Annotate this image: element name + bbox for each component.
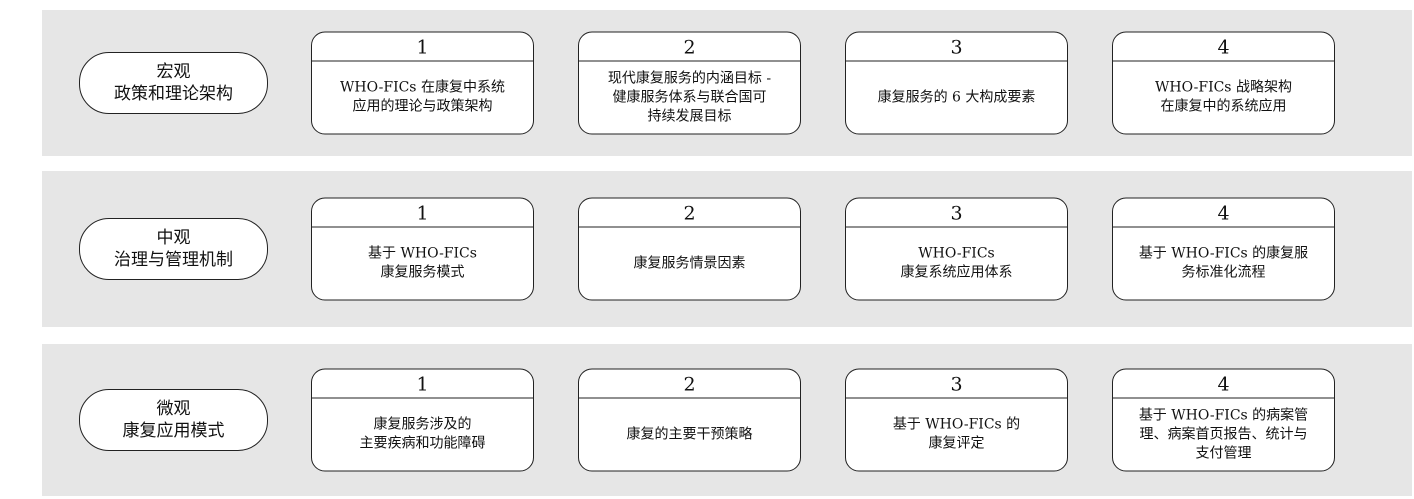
topic-card-line: 支付管理 bbox=[1195, 445, 1252, 461]
topic-card-number: 1 bbox=[312, 33, 533, 62]
topic-card: 1 基于 WHO-FICs 康复服务模式 bbox=[311, 197, 534, 301]
topic-card-line: 康复服务模式 bbox=[380, 264, 465, 281]
topic-card-line: 康复的主要干预策略 bbox=[626, 426, 753, 442]
topic-card-line: 在康复中的系统应用 bbox=[1160, 98, 1287, 115]
topic-card-text: 基于 WHO-FICs 康复服务模式 bbox=[312, 228, 533, 300]
level-label-title: 政策和理论架构 bbox=[114, 84, 233, 104]
topic-card-number: 2 bbox=[579, 370, 800, 399]
topic-card-number: 1 bbox=[312, 370, 533, 399]
topic-card-line: 康复服务情景因素 bbox=[633, 255, 746, 271]
topic-card-number: 2 bbox=[579, 33, 800, 62]
level-label: 微观康复应用模式 bbox=[79, 389, 268, 451]
topic-card-line: 康复服务涉及的 bbox=[373, 416, 472, 433]
topic-card-text: 基于 WHO-FICs 的康复服务标准化流程 bbox=[1113, 228, 1334, 300]
level-label-title: 康复应用模式 bbox=[122, 421, 225, 441]
topic-card-line: 康复系统应用体系 bbox=[900, 264, 1013, 281]
topic-card-number: 4 bbox=[1113, 199, 1334, 228]
topic-card: 3 康复服务的 6 大构成要素 bbox=[845, 31, 1068, 135]
topic-card: 2 现代康复服务的内涵目标 - 健康服务体系与联合国可持续发展目标 bbox=[578, 31, 801, 135]
topic-card-line: 基于 WHO-FICs 的 bbox=[892, 416, 1021, 433]
level-label-title: 治理与管理机制 bbox=[114, 250, 233, 270]
topic-card-line: 基于 WHO-FICs 的康复服 bbox=[1138, 245, 1309, 262]
topic-card-line: 主要疾病和功能障碍 bbox=[359, 435, 486, 452]
level-label: 宏观政策和理论架构 bbox=[79, 52, 268, 114]
topic-card-line: 现代康复服务的内涵目标 - bbox=[607, 70, 772, 86]
level-label-scale: 中观 bbox=[156, 228, 191, 248]
topic-card-line: 理、病案首页报告、统计与 bbox=[1139, 426, 1308, 442]
topic-card-text: 康复服务的 6 大构成要素 bbox=[846, 62, 1067, 134]
topic-card-text: 基于 WHO-FICs 的康复评定 bbox=[846, 399, 1067, 471]
topic-card-number: 1 bbox=[312, 199, 533, 228]
topic-card-line: 应用的理论与政策架构 bbox=[352, 98, 493, 115]
topic-card-text: 基于 WHO-FICs 的病案管理、病案首页报告、统计与支付管理 bbox=[1113, 399, 1334, 471]
level-label: 中观治理与管理机制 bbox=[79, 218, 268, 280]
topic-card-number: 3 bbox=[846, 199, 1067, 228]
topic-card-line: 康复服务的 6 大构成要素 bbox=[877, 89, 1036, 105]
topic-card-number: 3 bbox=[846, 33, 1067, 62]
topic-card-text: WHO-FICs 康复系统应用体系 bbox=[846, 228, 1067, 300]
topic-card-line: 基于 WHO-FICs bbox=[368, 245, 477, 262]
topic-card-text: 康复服务涉及的主要疾病和功能障碍 bbox=[312, 399, 533, 471]
topic-card-line: WHO-FICs 战略架构 bbox=[1155, 79, 1292, 96]
topic-card-line: WHO-FICs 在康复中系统 bbox=[340, 79, 505, 96]
topic-card-text: WHO-FICs 在康复中系统应用的理论与政策架构 bbox=[312, 62, 533, 134]
topic-card-line: 康复评定 bbox=[928, 435, 985, 452]
topic-card-number: 3 bbox=[846, 370, 1067, 399]
level-label-scale: 宏观 bbox=[156, 62, 191, 82]
topic-card-text: 康复服务情景因素 bbox=[579, 228, 800, 300]
level-label-scale: 微观 bbox=[156, 399, 191, 419]
topic-card-text: 现代康复服务的内涵目标 - 健康服务体系与联合国可持续发展目标 bbox=[579, 62, 800, 134]
topic-card-line: 务标准化流程 bbox=[1181, 264, 1266, 281]
topic-card-line: 健康服务体系与联合国可 bbox=[612, 89, 767, 105]
topic-card-line: 基于 WHO-FICs 的病案管 bbox=[1138, 407, 1309, 423]
topic-card-line: WHO-FICs bbox=[918, 245, 995, 262]
topic-card-text: WHO-FICs 战略架构在康复中的系统应用 bbox=[1113, 62, 1334, 134]
topic-card-number: 4 bbox=[1113, 33, 1334, 62]
topic-card-number: 4 bbox=[1113, 370, 1334, 399]
topic-card-text: 康复的主要干预策略 bbox=[579, 399, 800, 471]
topic-card-line: 持续发展目标 bbox=[647, 108, 732, 124]
topic-card-number: 2 bbox=[579, 199, 800, 228]
topic-card: 2 康复的主要干预策略 bbox=[578, 368, 801, 472]
topic-card: 2 康复服务情景因素 bbox=[578, 197, 801, 301]
